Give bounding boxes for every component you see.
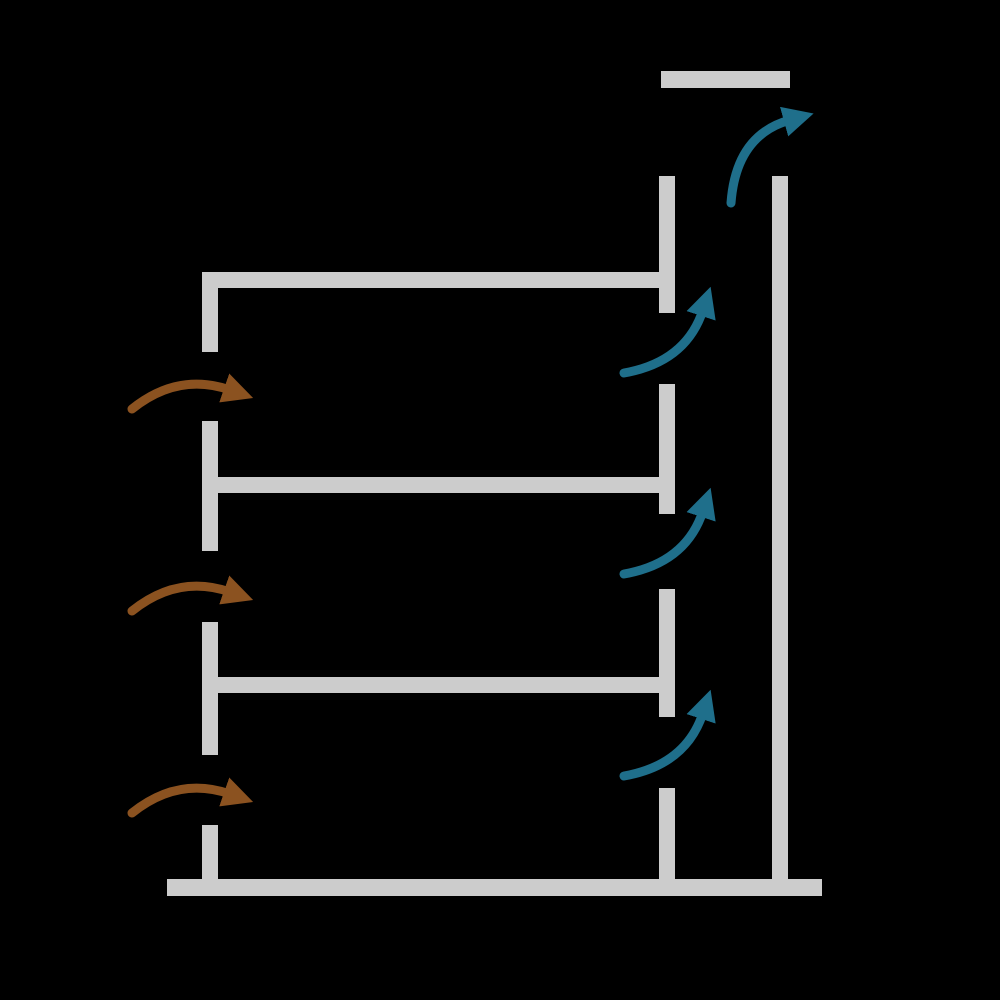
outflow-arrows [619,106,814,781]
inner-wall-segment-2 [659,384,675,514]
inner-wall-segment-top [659,176,675,313]
outflow-arrow-floor-1 [619,689,716,781]
stack-outer-wall [772,176,788,888]
inflow-arrow-bottom [127,777,254,818]
inflow-arrow-top [127,373,254,414]
inner-wall-segment-bottom [659,788,675,888]
floor-slab-1 [210,677,667,693]
left-wall-segment-bottom [202,825,218,885]
inflow-arrow-middle [127,575,254,616]
floor-slab-2 [210,477,667,493]
outflow-arrow-floor-3 [619,286,716,378]
left-wall-segment-top [202,272,218,352]
roof-slab [202,272,667,288]
stack-exhaust-arrow [726,106,814,208]
inner-wall-segment-3 [659,589,675,717]
stack-cap [661,71,790,88]
building-walls [167,71,822,896]
outflow-arrow-floor-2 [619,487,716,579]
ground-slab [167,879,822,896]
inflow-arrows [127,373,254,818]
